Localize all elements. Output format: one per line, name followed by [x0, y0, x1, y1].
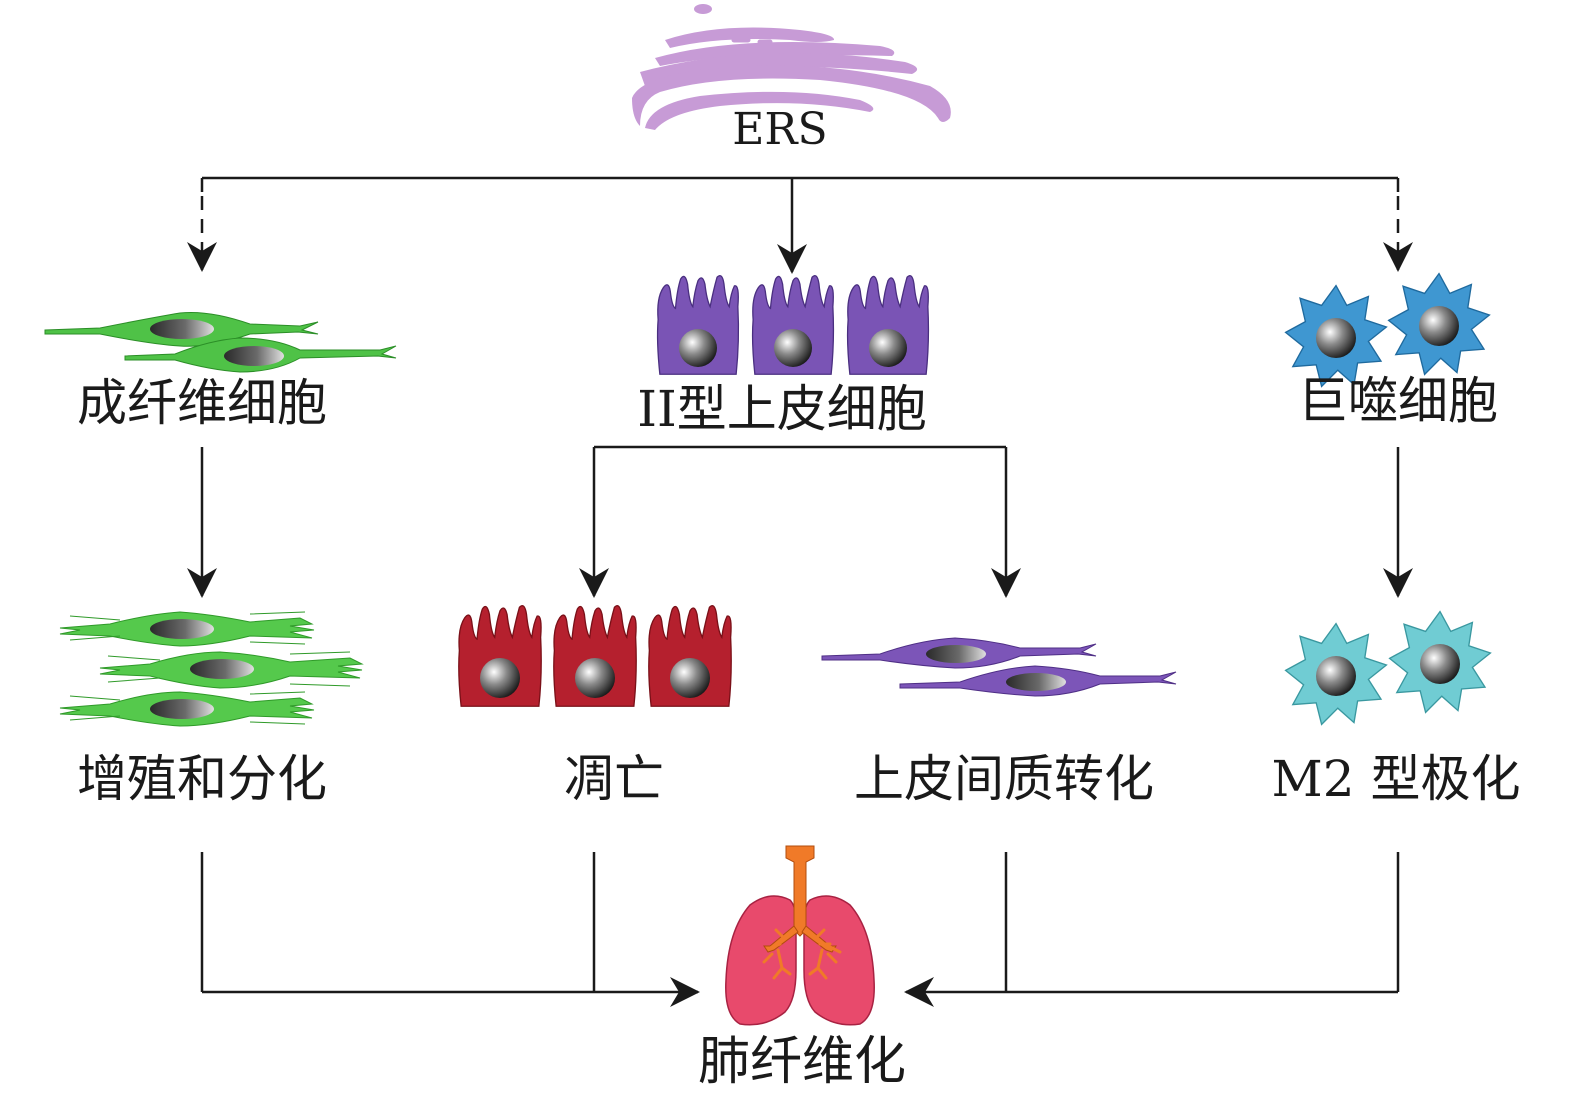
mesenchymal-cells-icon	[821, 637, 1177, 697]
apoptosis-label: 凋亡	[564, 750, 664, 808]
proliferating-nuclei	[150, 619, 254, 719]
macrophage-label: 巨噬细胞	[1298, 372, 1498, 430]
emt-label: 上皮间质转化	[854, 750, 1154, 808]
pulmonary-fibrosis-label: 肺纤维化	[697, 1032, 907, 1092]
er-dashes	[731, 37, 873, 55]
endoplasmic-reticulum-icon	[632, 4, 951, 130]
fibroblast-label: 成纤维细胞	[77, 374, 327, 432]
apoptotic-cells-icon	[458, 604, 732, 707]
proliferation-label: 增殖和分化	[77, 750, 327, 808]
fibroblast-cells-icon	[44, 312, 397, 373]
m2-polarization-label: M2 型极化	[1271, 750, 1521, 808]
epithelial-label: II型上皮细胞	[637, 380, 927, 438]
m2-macrophage-cells-icon	[1284, 610, 1492, 726]
bottom-connector-lines	[200, 852, 1400, 994]
epithelial-cells-icon	[656, 274, 930, 376]
macrophage-cells-icon	[1284, 272, 1491, 388]
ers-label: ERS	[732, 104, 828, 155]
lungs-icon	[725, 845, 875, 1026]
ers-connector-lines	[200, 176, 1400, 192]
